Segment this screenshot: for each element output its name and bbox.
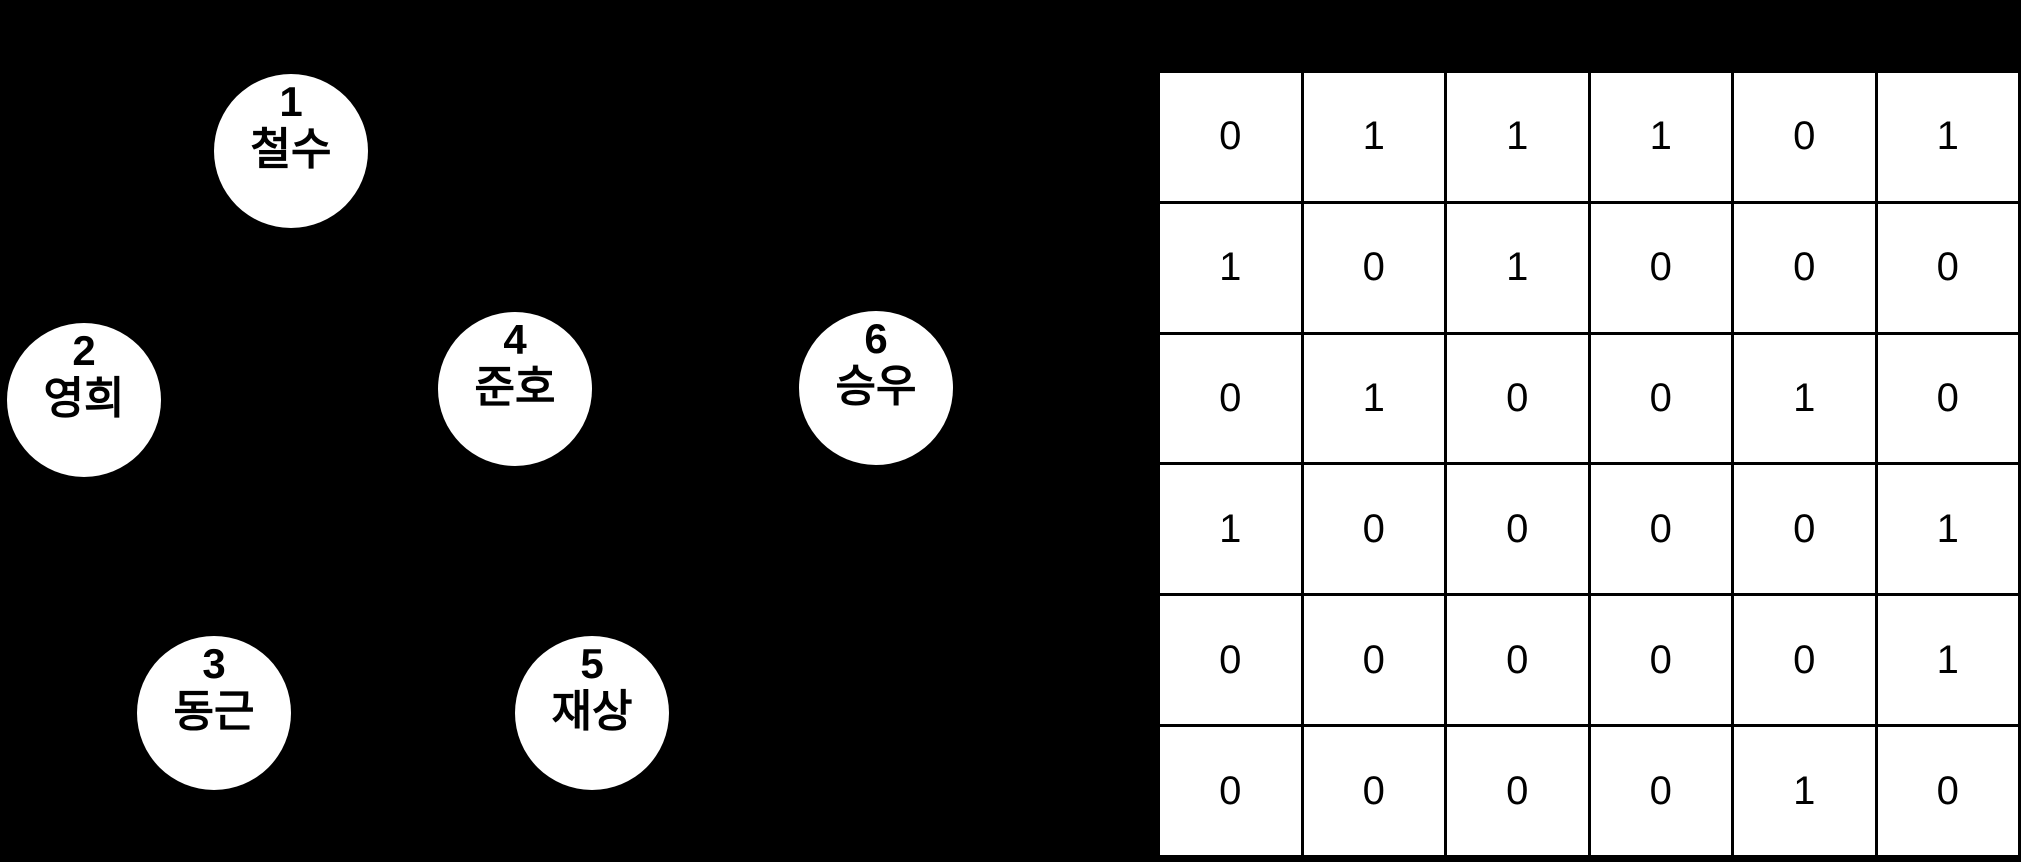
node-number: 1 [279,78,303,125]
node-name: 철수 [250,125,332,174]
matrix-cell-5-6: 1 [1874,593,2021,728]
matrix-cell-3-1: 0 [1157,331,1304,466]
matrix-cell-3-6: 0 [1874,331,2021,466]
matrix-cell-3-3: 0 [1444,331,1591,466]
matrix-cell-2-5: 0 [1731,200,1878,335]
node-name: 승우 [835,362,917,411]
node-name: 영희 [43,374,125,423]
matrix-cell-5-3: 0 [1444,593,1591,728]
matrix-cell-5-1: 0 [1157,593,1304,728]
matrix-cell-3-2: 1 [1300,331,1447,466]
matrix-cell-6-4: 0 [1587,724,1734,858]
matrix-cell-1-6: 1 [1874,70,2021,204]
matrix-cell-2-6: 0 [1874,200,2021,335]
node-number: 3 [202,640,226,687]
matrix-cell-1-1: 0 [1157,70,1304,204]
matrix-cell-4-6: 1 [1874,462,2021,597]
matrix-cell-3-5: 1 [1731,331,1878,466]
matrix-cell-5-5: 0 [1731,593,1878,728]
node-number: 4 [503,316,527,363]
matrix-cell-4-3: 0 [1444,462,1591,597]
matrix-cell-4-1: 1 [1157,462,1304,597]
matrix-cell-4-2: 0 [1300,462,1447,597]
matrix-cell-1-3: 1 [1444,70,1591,204]
node-number: 6 [864,315,888,362]
node-name: 준호 [474,363,556,412]
matrix-cell-6-3: 0 [1444,724,1591,858]
matrix-cell-3-4: 0 [1587,331,1734,466]
node-number: 2 [72,327,96,374]
matrix-cell-5-4: 0 [1587,593,1734,728]
matrix-cell-6-1: 0 [1157,724,1304,858]
matrix-cell-2-4: 0 [1587,200,1734,335]
matrix-cell-2-2: 0 [1300,200,1447,335]
matrix-cell-6-5: 1 [1731,724,1878,858]
matrix-cell-2-3: 1 [1444,200,1591,335]
matrix-cell-1-2: 1 [1300,70,1447,204]
matrix-cell-6-6: 0 [1874,724,2021,858]
node-number: 5 [580,640,604,687]
matrix-cell-1-5: 0 [1731,70,1878,204]
matrix-cell-1-4: 1 [1587,70,1734,204]
matrix-cell-5-2: 0 [1300,593,1447,728]
matrix-cell-4-5: 0 [1731,462,1878,597]
matrix-cell-6-2: 0 [1300,724,1447,858]
matrix-cell-4-4: 0 [1587,462,1734,597]
matrix-cell-2-1: 1 [1157,200,1304,335]
node-name: 재상 [551,687,633,736]
node-name: 동근 [173,687,255,736]
